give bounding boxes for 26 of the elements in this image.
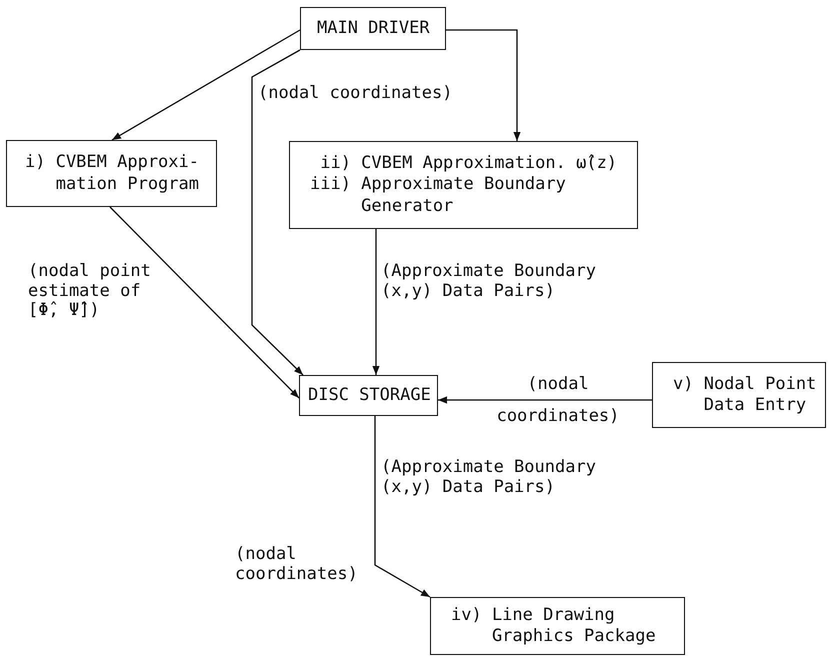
box-text: ii) CVBEM Approximation. ω̂(z) <box>319 153 618 174</box>
process-box <box>300 7 446 50</box>
process-box <box>299 375 438 416</box>
arrow <box>438 396 652 404</box>
edge-label: (nodal point estimate of [Φ̂, Ψ̂]) <box>28 262 152 321</box>
edge-label: (Approximate Boundary (x,y) Data Pairs) <box>381 458 597 498</box>
box-text: v) Nodal Point Data Entry <box>672 374 818 416</box>
box-text: DISC STORAGE <box>307 384 431 406</box>
edge-label: (Approximate Boundary (x,y) Data Pairs) <box>381 262 597 302</box>
arrow <box>372 229 380 375</box>
process-box <box>289 141 638 229</box>
process-box <box>430 597 685 655</box>
process-box <box>6 140 217 207</box>
arrow <box>446 29 521 141</box>
arrow <box>251 49 304 376</box>
arrow <box>110 206 300 398</box>
box-text: MAIN DRIVER <box>316 18 431 40</box>
edge-label: (nodal coordinates) <box>496 373 620 428</box>
box-text: iii) Approximate Boundary Generator <box>309 174 567 217</box>
arrow <box>374 416 430 598</box>
arrow <box>112 29 300 141</box>
box-text: i) CVBEM Approxi- mation Program <box>24 152 200 195</box>
edge-label: (nodal coordinates) <box>258 84 454 104</box>
process-box <box>652 362 826 428</box>
annotation-label: (nodal coordinates) <box>235 545 359 584</box>
box-text: iv) Line Drawing Graphics Package <box>450 604 657 648</box>
